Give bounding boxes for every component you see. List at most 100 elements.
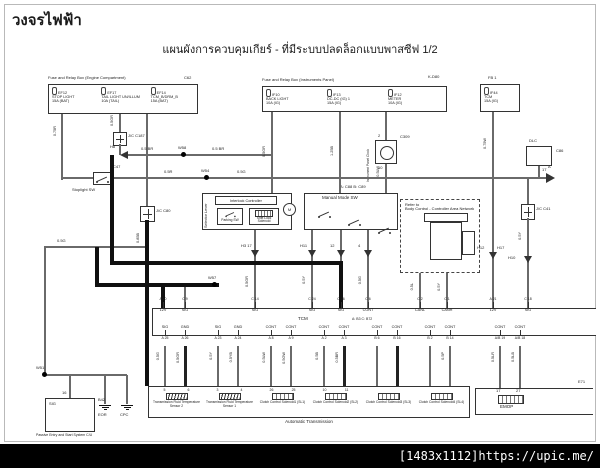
fusebox-panel [262, 86, 447, 112]
emop-ref: E71 [578, 379, 586, 384]
fuse: EF14 TCM_B/DRM_B 15A (BAT) [148, 85, 197, 103]
wire-segment [492, 112, 494, 308]
wire-segment [527, 178, 529, 204]
fb1-title: FB 1 [488, 75, 497, 80]
tcm-pin: CONT A/B 19 [494, 325, 506, 340]
wire-segment [184, 285, 186, 308]
ground-icon [121, 404, 133, 410]
wire-label: 0.75R [53, 126, 57, 137]
can-ref-line2: Body Control - Controller Area Network [405, 206, 475, 211]
wire-label: 0.5LW [376, 166, 380, 177]
component-symbol-icon [377, 393, 400, 400]
tcm-label: TCM [298, 316, 308, 321]
wire-segment [311, 230, 313, 308]
switch-icon [95, 175, 109, 183]
pin-tick [290, 330, 292, 336]
fuse-icon [388, 89, 393, 97]
wire-label: 0.5G [358, 276, 362, 285]
wire-label: 0.5P [441, 352, 445, 360]
wire-label: 0.5 BR [212, 146, 225, 151]
node-label-w54: W54 [201, 168, 210, 173]
pin-tick [419, 302, 421, 308]
stoplight-sw-box [93, 172, 111, 185]
wire-label: 0.5 BR [141, 146, 154, 151]
tcm-pin: C 24 SIG [308, 297, 316, 312]
pin-tick [184, 302, 186, 308]
fuse-icon [150, 87, 156, 95]
tcm-bottom-pins: SIG A 25 GND A 26 SIG A 23 GND A 24 CONT… [152, 325, 596, 345]
tcm-refs: A: B3 C: B72 [352, 317, 373, 321]
manual-mode-label: Manual Mode SW [322, 195, 358, 200]
wire-segment [323, 346, 325, 386]
wire-label: 0.5YB [229, 352, 233, 363]
scan-border [4, 4, 596, 442]
fusebox-engine [48, 84, 198, 114]
tcm-pin: C 18 SIG [524, 297, 532, 312]
wire-segment [538, 166, 540, 178]
page-connector-arrow [364, 250, 372, 257]
node-label-w58: W58 [178, 145, 187, 150]
fusebox-engine-ref: C62 [184, 75, 192, 80]
tcm-pin: C 6 CONT [362, 297, 374, 312]
stoplight-sw-label: Stoplight SW [72, 187, 96, 192]
wire-segment [95, 283, 219, 287]
junction-c41-label: J/C C41 [536, 206, 551, 211]
wire-segment [429, 346, 431, 386]
wire-label: 0.5G [57, 238, 66, 243]
fuse-icon [52, 87, 57, 95]
wire-segment [271, 112, 273, 193]
tcm-pin: SIG A 25 [161, 325, 169, 340]
wire-label: 0.5Y [209, 352, 213, 360]
wire-segment [95, 247, 99, 285]
fuse: EF17 TAIL LIGHT UN/ILLUM 10A (TAIL) [98, 85, 147, 103]
manual-mode-refs: A: C88 B: C89 [340, 184, 366, 189]
tcm-pin: CONT B 6 [371, 325, 383, 340]
page-connector-arrow [251, 250, 259, 257]
wire-segment [128, 154, 272, 156]
page-connector-arrow [308, 250, 316, 257]
junction-c80 [140, 206, 155, 222]
wire-segment [145, 220, 149, 386]
clock-box [375, 140, 397, 164]
passive-sig: SIG [49, 401, 56, 406]
arrow-label-h8: H8 [110, 144, 116, 149]
component-symbol-icon [430, 393, 453, 400]
clock-pin-top: 2 [378, 133, 381, 138]
transmission-box [148, 386, 470, 418]
page-connector-arrow [489, 252, 497, 259]
ground-label-2: CPC [120, 412, 129, 417]
wire-segment [119, 114, 121, 132]
pin-tick [340, 302, 342, 308]
wire-segment [499, 346, 501, 388]
transmission-component: Clutch Control Solenoid3 (SL3) [362, 388, 415, 416]
dlc-box [526, 146, 552, 166]
dlc-ref: C86 [556, 148, 564, 153]
watermark-bar: [1483x1112]https://upic.me/ [0, 444, 600, 468]
clock-ref: C309 [400, 134, 410, 139]
arrow-label-h17: H17 [497, 245, 505, 250]
tcm-pin: CONT A 8 [265, 325, 277, 340]
wire-segment [164, 346, 166, 386]
diagram-subtitle: แผนผังการควบคุมเกียร์ - ที่มีระบบปลดล็อก… [162, 44, 438, 56]
wire-label: 0.5GR [262, 146, 266, 157]
emop-box [475, 388, 593, 415]
pin-tick [499, 330, 501, 336]
wire-label: 0.5Y [437, 283, 441, 291]
wire-label: 0.5LW [262, 352, 266, 363]
wire-label: 0.85B [136, 233, 140, 243]
wire-label: 0.5GW [282, 352, 286, 364]
passive-label: Passive Entry and Start System C/U [36, 433, 93, 437]
shift-lock-solenoid-box: Shift Lock Solenoid [249, 208, 279, 225]
fusebox-panel-title: Fuse and Relay Box (Instruments Panel) [262, 77, 335, 82]
fuse-icon [484, 87, 489, 95]
fuse: IF10 BACK LIGHT 10A (IG) [263, 87, 324, 105]
pin-tick [527, 302, 529, 308]
pin-tick [519, 330, 521, 336]
fusebox-panel-fuses: IF10 BACK LIGHT 10A (IG) IF13 DC-DC (IG)… [263, 87, 446, 105]
wire-segment [111, 177, 546, 179]
tcm-pin: CONT B 16 [391, 325, 403, 340]
transmission-component: Clutch Control Solenoid4 (SL4) [415, 388, 468, 416]
arrow-label-4: 4 [358, 243, 361, 248]
wire-label: 0.5Y [518, 232, 522, 240]
wire-label: 0.5BR [335, 352, 339, 363]
